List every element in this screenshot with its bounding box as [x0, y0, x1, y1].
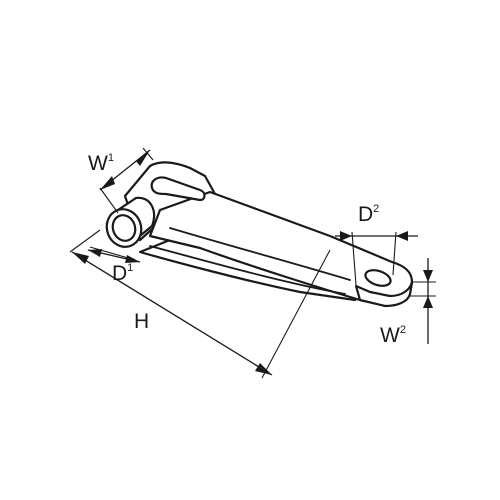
hinge-arm-part — [105, 161, 414, 308]
label-d1: D1 — [112, 262, 133, 285]
dimension-w2 — [410, 258, 436, 344]
label-w1: W1 — [88, 152, 114, 175]
eye-end-side — [354, 280, 414, 308]
arm-edge-line — [169, 227, 351, 281]
pin-roller — [105, 196, 156, 248]
label-w2: W2 — [380, 324, 406, 347]
dimension-d1 — [87, 246, 141, 263]
knuckle-slot — [150, 176, 206, 202]
arm-edge-line-2 — [149, 245, 346, 295]
eye-hole — [364, 269, 392, 287]
label-h: H — [134, 310, 149, 333]
dimension-w1 — [99, 147, 154, 214]
dimension-d2 — [335, 231, 418, 286]
label-d2: D2 — [358, 203, 379, 226]
dimension-h — [69, 229, 331, 379]
